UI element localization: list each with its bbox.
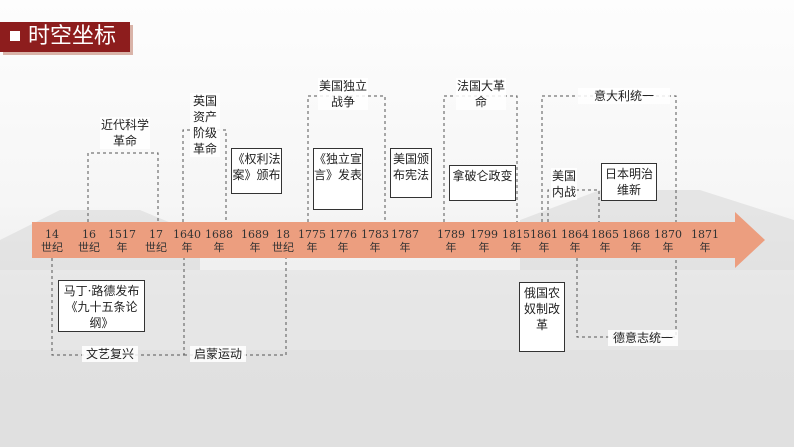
title-marker bbox=[10, 31, 20, 41]
event-english-revolution: 英国资产阶级革命 bbox=[190, 93, 220, 157]
event-french-revolution: 法国大革命 bbox=[456, 78, 506, 110]
event-renaissance: 文艺复兴 bbox=[82, 346, 138, 362]
event-declaration: 《独立宣言》发表 bbox=[313, 148, 363, 210]
event-italy-unification: 意大利统一 bbox=[578, 88, 670, 104]
event-german-unification: 德意志统一 bbox=[608, 330, 678, 346]
timeline-arrow bbox=[32, 212, 765, 268]
event-us-constitution: 美国颁布宪法 bbox=[390, 148, 432, 198]
event-russia-serfdom: 俄国农奴制改革 bbox=[519, 282, 565, 352]
event-luther: 马丁·路德发布《九十五条论纲》 bbox=[58, 280, 145, 332]
event-bill-of-rights: 《权利法案》颁布 bbox=[231, 148, 282, 194]
event-us-civil-war: 美国内战 bbox=[551, 168, 577, 200]
event-us-independence-war: 美国独立战争 bbox=[318, 78, 368, 110]
event-meiji: 日本明治维新 bbox=[601, 163, 657, 201]
event-enlightenment: 启蒙运动 bbox=[190, 346, 246, 362]
event-science-revolution: 近代科学革命 bbox=[100, 117, 150, 149]
event-napoleon: 拿破仑政变 bbox=[449, 165, 516, 201]
title-bar bbox=[0, 22, 130, 52]
page-title: 时空坐标 bbox=[28, 24, 117, 49]
